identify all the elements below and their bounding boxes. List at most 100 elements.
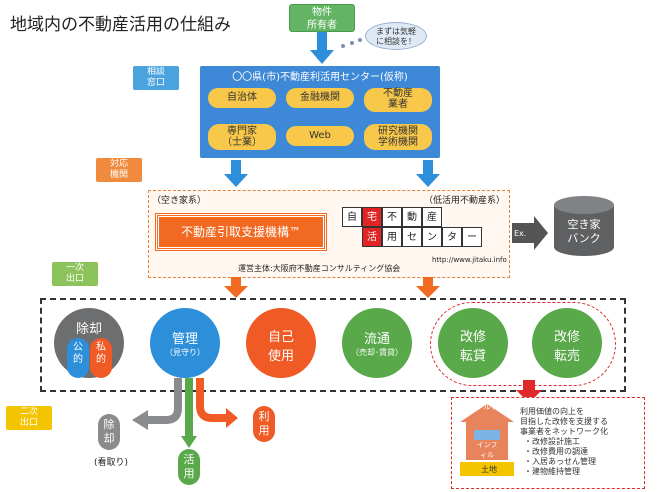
badge-char: 公 [73,342,83,353]
info-bullet: ・改修費用の調達 [524,447,588,456]
ex-label: Ex. [514,229,527,238]
exit-label: 使用 [267,349,294,364]
arrow-down-icon [224,160,248,187]
bank-label-line2: バンク [567,232,601,245]
second-removal: 除 却 [98,414,120,450]
info-bullet: ・建物維持管理 [524,467,580,476]
network-description: 利用価値の向上を 目指した改修を支援する 事業者をネットワーク化 ・改修設計施工… [520,407,608,477]
exit-distribution: 流通 （売却･賃貸） [342,308,412,378]
info-bullet: ・入居あっせん管理 [524,457,596,466]
arrow-down-icon [224,277,248,298]
arrow-down-icon [416,277,440,298]
owner-line2: 所有者 [307,20,337,31]
label-exit2: 二次 出口 [6,406,52,430]
operator-text: 運営主体:大阪府不動産コンサルティング協会 [238,264,401,273]
logo-cell: 不 [382,207,402,227]
info-bullet: ・改修設計施工 [524,437,580,446]
pill-label: 自治体 [227,92,257,103]
badge-char: 私 [96,342,106,353]
exit-label: 転売 [553,349,580,364]
pill-research: 研究機関 学術機関 [364,124,432,150]
pill-label: 金融機関 [300,92,340,103]
arrow-down-icon [310,32,334,64]
logo-cell: セ [402,227,422,247]
exit-label: 除却 [75,322,102,337]
thought-dot [341,44,345,48]
thought-dot [350,41,354,45]
exit-label: 自己 [267,330,294,345]
exit-label: 管理 [171,332,198,347]
exit-self-use: 自己 使用 [246,308,316,378]
second-removal-sub: (看取り) [94,458,129,468]
label-agency-line2: 機関 [109,170,128,180]
cloud-line2: に相談を！ [376,37,416,46]
second-char: 用 [258,424,270,437]
database-icon [554,196,614,256]
pill-label: Web [309,130,331,141]
info-line: 目指した改修を支援する [520,417,608,426]
second-char: 除 [103,418,115,431]
label-exit1-line1: 一次 [65,263,84,273]
pill-realestate: 不動産 業者 [364,88,432,112]
pill-finance: 金融機関 [286,88,354,108]
label-consult-line1: 相談 [146,67,165,77]
infill-label: インフィル [474,440,500,460]
logo-cell: 自 [342,207,362,227]
owner-line1: 物件 [312,7,332,18]
label-agency-line1: 対応 [109,159,128,169]
exit-management: 管理 （見守り） [150,308,220,378]
website-url: http://www.jitaku.info [432,256,507,264]
second-utilize: 活 用 [178,449,200,485]
logo-cell: 宅 [362,207,382,227]
exit-removal: 除却 公 的 私 的 [54,308,124,378]
badge-char: 的 [73,354,83,365]
info-line: 事業者をネットワーク化 [520,427,608,436]
badge-char: 的 [96,354,106,365]
second-char: 利 [258,410,270,423]
land-label: 土地 [481,465,497,474]
second-char: 用 [183,467,195,480]
center-title: 〇〇県(市)不動産利活用センター(仮称) [232,72,408,83]
public-badge: 公 的 [67,338,89,378]
first-exits-box [40,298,626,392]
vacant-house-label: （空き家系） [152,196,207,206]
jitaku-logo: 自 宅 不 動 産 活 用 セ ン タ ー [342,207,482,247]
label-consult-line2: 窓口 [146,78,165,88]
logo-cell: 活 [362,227,382,247]
cloud-line1: まずは気軽 [376,27,416,36]
label-consult: 相談 窓口 [133,66,179,90]
label-agency: 対応 機関 [96,158,142,182]
pill-web: Web [286,126,354,146]
pill-label: 業者 [388,99,408,110]
page-title: 地域内の不動産活用の仕組み [10,15,231,35]
bank-label: 空き家 バンク [552,218,616,246]
bank-label-line1: 空き家 [567,218,601,231]
thought-dot [358,38,362,42]
skeleton-label: スケルトン [469,403,505,411]
logo-cell: ン [422,227,442,247]
pill-label: 学術機関 [378,137,418,148]
label-exit1-line2: 出口 [65,274,84,284]
exit-label: 流通 [363,332,390,347]
exit-label: 改修 [553,330,580,345]
logo-cell: ー [462,227,482,247]
second-char: 却 [103,432,115,445]
logo-cell: 産 [422,207,442,227]
exit-sublabel: （売却･賃貸） [351,348,403,357]
takeover-org: 不動産引取支援機構™ [155,213,327,251]
consult-cloud: まずは気軽 に相談を！ [365,22,427,50]
pill-label: 研究機関 [378,126,418,137]
exit-renovate-sell: 改修 転売 [532,308,602,378]
logo-cell: 動 [402,207,422,227]
label-exit2-line1: 二次 [19,407,38,417]
underused-label: （低活用不動産系） [424,196,506,206]
owner-box: 物件 所有者 [289,4,355,32]
pill-label: （士業） [222,137,262,148]
logo-cell: タ [442,227,462,247]
second-char: 活 [183,453,195,466]
exit-label: 改修 [459,330,486,345]
exit-sublabel: （見守り） [165,348,205,357]
private-badge: 私 的 [90,338,112,378]
second-use: 利 用 [253,406,275,442]
logo-cell: 用 [382,227,402,247]
